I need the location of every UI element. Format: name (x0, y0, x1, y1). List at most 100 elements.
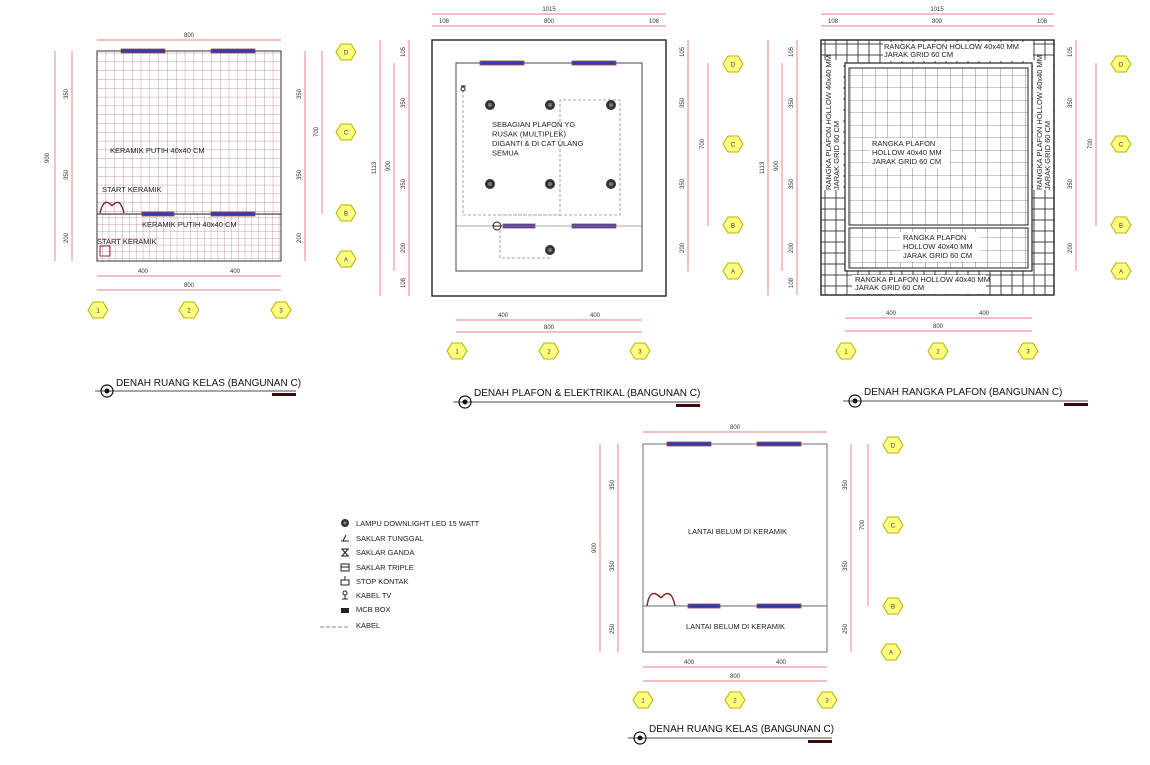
svg-text:B: B (1119, 224, 1123, 230)
dim-left-seg: 108 (401, 277, 407, 288)
grid-bubble-col: 1 (446, 342, 468, 360)
door-swing (99, 201, 125, 214)
svg-text:C: C (731, 143, 736, 149)
dim-left-seg: 200 (64, 232, 70, 243)
frame-label-top: RANGKA PLAFON HOLLOW 40x40 MM JARAK GRID… (884, 42, 1021, 59)
dim-right-total: 700 (700, 138, 706, 149)
cable-route (462, 90, 621, 216)
mcb-box-icon (341, 608, 349, 613)
dim-right-total: 700 (860, 519, 866, 530)
grid-bubble-row: A (880, 643, 902, 661)
dim-top-seg: 108 (828, 19, 839, 25)
dim-right-seg: 105 (1068, 46, 1074, 57)
dim-left-seg: 200 (789, 242, 795, 253)
dim-left-inner: 900 (386, 160, 392, 171)
grid-bubble-row: A (335, 250, 357, 268)
frame-label-side-right: RANGKA PLAFON HOLLOW 40x40 MM JARAK GRID… (1035, 53, 1052, 190)
dim-left-seg: 108 (789, 277, 795, 288)
dim-left-seg: 350 (64, 88, 70, 99)
grid-bubble-col: 3 (1017, 342, 1039, 360)
legend-label: LAMPU DOWNLIGHT LED 15 WATT (356, 519, 480, 528)
dim-right-seg: 350 (680, 178, 686, 189)
svg-text:A: A (731, 270, 735, 276)
outer-roof-outline (431, 39, 667, 297)
dim-left-seg: 105 (789, 46, 795, 57)
grid-bubble-row: C (882, 516, 904, 534)
dim-top-seg: 108 (439, 19, 450, 25)
svg-text:B: B (731, 224, 735, 230)
window (210, 48, 256, 54)
dim-top-seg: 800 (932, 19, 943, 25)
dim-bottom-total: 800 (730, 674, 741, 680)
grid-bubble-col: 3 (816, 691, 838, 709)
grid-bubble-row: D (1110, 55, 1132, 73)
dim-left-total: 900 (592, 542, 598, 553)
dim-top-seg: 108 (1037, 19, 1048, 25)
svg-text:D: D (891, 444, 896, 450)
door-swing (646, 592, 676, 607)
outlet-icon (340, 576, 350, 586)
dim-right-total: 700 (314, 126, 320, 137)
grid-bubble-row: B (722, 216, 744, 234)
grid-bubble-col: 2 (724, 691, 746, 709)
switch-icon (492, 221, 502, 231)
label-floor-main: LANTAI BELUM DI KERAMIK (688, 527, 787, 536)
dim-bottom-seg: 400 (979, 311, 990, 317)
svg-text:3: 3 (279, 309, 283, 315)
svg-text:B: B (344, 212, 348, 218)
grid-bubble-row: A (1110, 262, 1132, 280)
downlight-icon (341, 519, 349, 527)
downlight-icon (545, 100, 555, 110)
ceiling-room-outline (455, 62, 643, 272)
plan-title: DENAH PLAFON & ELEKTRIKAL (BANGUNAN C) (474, 388, 700, 399)
legend-label: SAKLAR GANDA (356, 548, 414, 557)
svg-text:3: 3 (1026, 350, 1030, 356)
svg-text:1: 1 (455, 350, 459, 356)
grid-bubble-row: D (335, 43, 357, 61)
svg-text:D: D (731, 63, 736, 69)
grid-bubble-col: 3 (270, 301, 292, 319)
frame-label-side-left: RANGKA PLAFON HOLLOW 40x40 MM JARAK GRID… (824, 53, 841, 190)
legend-label: STOP KONTAK (356, 577, 409, 586)
grid-bubble-col: 2 (927, 342, 949, 360)
dim-bottom-seg: 400 (776, 660, 787, 666)
grid-bubble-col: 2 (538, 342, 560, 360)
tv-cable-icon (342, 590, 348, 600)
plan-4-floor-plain: LANTAI BELUM DI KERAMIK LANTAI BELUM DI … (592, 425, 904, 745)
label-floor-main: KERAMIK PUTIH 40x40 CM (110, 146, 205, 155)
dim-left-seg: 105 (401, 46, 407, 57)
grid-bubble-col: 1 (835, 342, 857, 360)
legend-label: SAKLAR TUNGGAL (356, 534, 424, 543)
window (141, 211, 175, 217)
frame-label-center: RANGKA PLAFON HOLLOW 40x40 MM JARAK GRID… (872, 139, 944, 166)
dim-left-seg: 350 (610, 479, 616, 490)
grid-bubble-row: C (335, 123, 357, 141)
dim-top-total: 1015 (930, 7, 944, 13)
svg-text:3: 3 (638, 350, 642, 356)
svg-text:A: A (1119, 270, 1123, 276)
legend-label: KABEL (356, 621, 380, 630)
start-marker (99, 245, 111, 257)
double-switch-icon (341, 548, 349, 557)
dim-right-seg: 105 (680, 46, 686, 57)
legend-label: KABEL TV (356, 591, 391, 600)
dim-bottom-seg: 400 (138, 269, 149, 275)
dim-bottom-seg: 400 (684, 660, 695, 666)
svg-text:C: C (1119, 143, 1124, 149)
grid-bubble-col: 1 (632, 691, 654, 709)
dim-right-seg: 250 (843, 623, 849, 634)
dim-left-seg: 350 (789, 97, 795, 108)
grid-bubble-row: B (335, 204, 357, 222)
svg-text:C: C (344, 131, 349, 137)
dim-right-total: 700 (1088, 138, 1094, 149)
label-floor-lower: KERAMIK PUTIH 40x40 CM (142, 220, 237, 229)
switch-icon (460, 85, 466, 92)
plan-1-floor-tiles: 800 900 350 350 200 350 350 200 700 400 … (45, 33, 357, 398)
dim-bottom-seg: 400 (886, 311, 897, 317)
tiled-floor-main (96, 50, 282, 215)
label-start-1: START KERAMIK (102, 185, 162, 194)
dim-left-total: 900 (45, 152, 51, 163)
grid-bubble-row: C (722, 135, 744, 153)
